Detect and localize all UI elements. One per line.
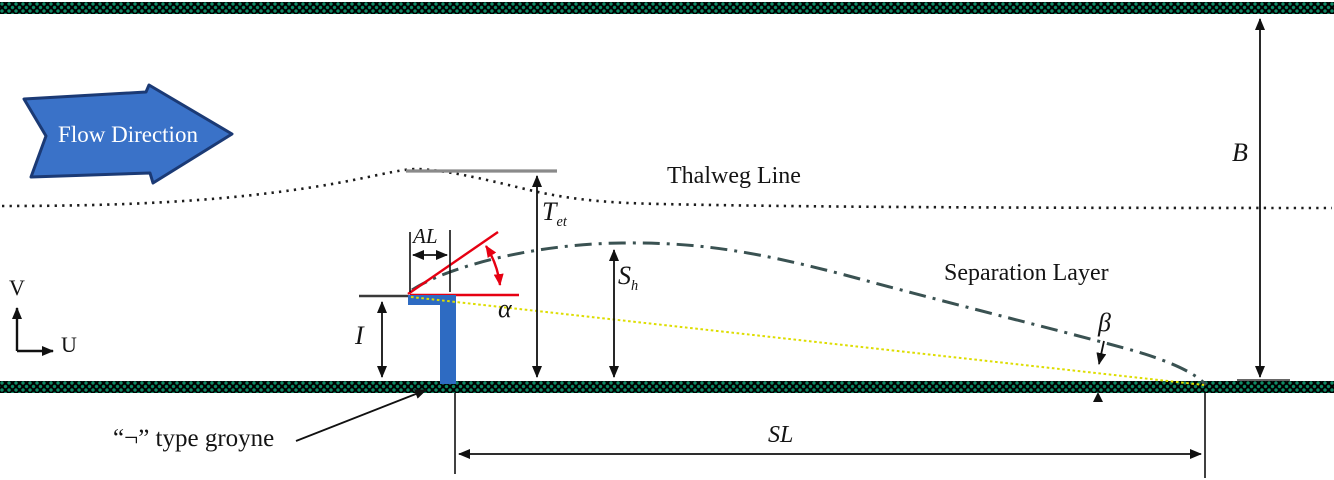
angle-alpha-label: α [498, 294, 512, 323]
separation-layer-label: Separation Layer [944, 260, 1109, 286]
reattachment-line [410, 296, 1205, 386]
dim-tet-main: T [542, 197, 557, 226]
dim-tet-label: Tet [542, 197, 567, 231]
axis-v-label: V [9, 275, 25, 300]
dim-tet-sub: et [556, 214, 567, 231]
angle-beta-label: β [1098, 308, 1111, 337]
dim-b-label: B [1232, 138, 1248, 167]
thalweg-line-label: Thalweg Line [667, 163, 801, 189]
channel-wall-top [0, 2, 1334, 14]
separation-layer-curve [411, 241, 1208, 387]
dim-sl-label: SL [768, 422, 794, 448]
groyne-stem [440, 295, 456, 384]
groyne-type-label: “¬” type groyne [113, 425, 275, 452]
groyne-leader-arrow [295, 389, 427, 442]
dim-sh-label: Sh [618, 261, 639, 295]
beta-pointer-arrow [1096, 340, 1107, 365]
axis-u-label: U [61, 332, 77, 357]
dim-al-label: AL [413, 224, 438, 248]
flow-direction-label: Flow Direction [58, 122, 198, 147]
groyne-arm [408, 295, 454, 305]
channel-wall-bottom [0, 381, 1334, 393]
dim-sh-sub: h [631, 278, 639, 295]
dim-i-label: I [355, 321, 364, 350]
flow-direction-arrow [22, 83, 234, 185]
alpha-incline-red [407, 231, 499, 295]
beta-bed-arrowhead [1093, 392, 1103, 402]
alpha-angle-arc [484, 245, 504, 286]
dim-sh-main: S [618, 261, 631, 290]
thalweg-line-curve [1, 167, 1333, 210]
